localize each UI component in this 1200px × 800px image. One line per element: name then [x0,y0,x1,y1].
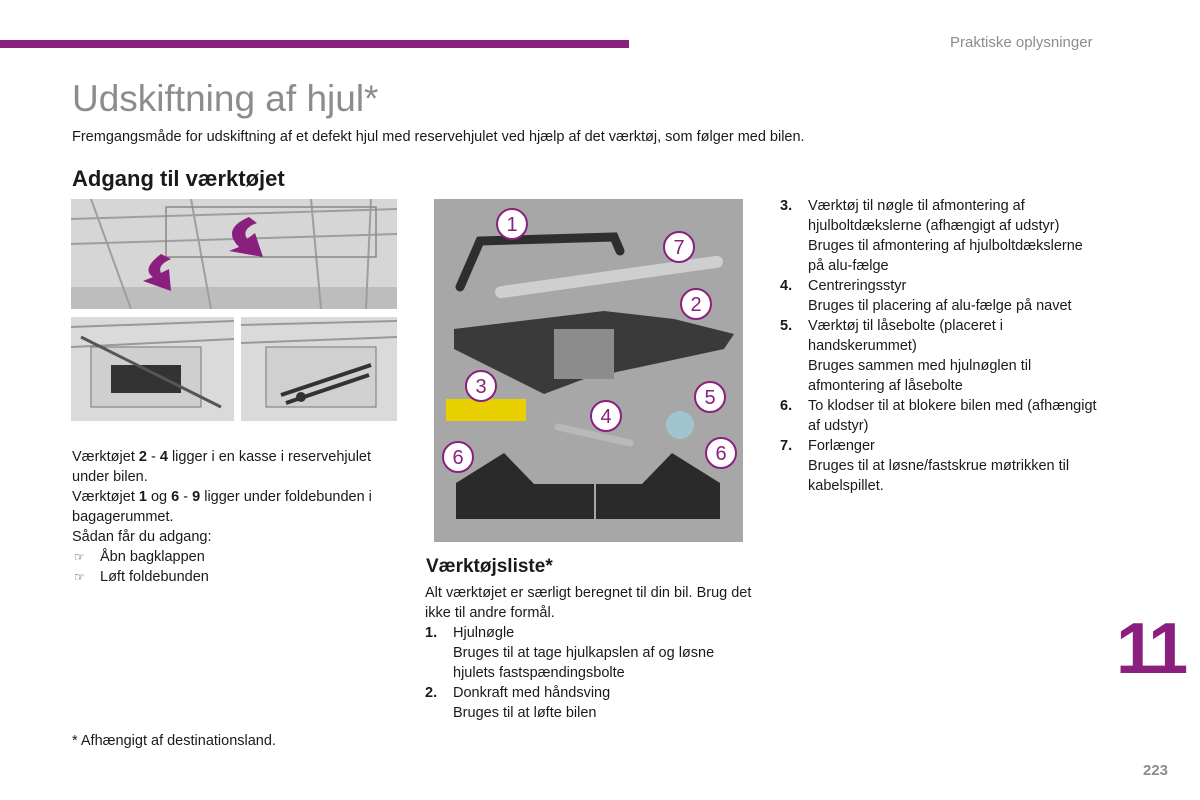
hand-pointer-icon: ☞ [74,550,85,564]
tool-item-6: 6.To klodser til at blokere bilen med (a… [780,398,1097,434]
page-title: Udskiftning af hjul* [72,78,379,119]
callout-6-right: 6 [715,443,726,465]
tool-item-5: 5.Værktøj til låsebolte (placeret i hand… [780,318,1032,394]
floor-right-illustration [241,317,397,421]
intro-text: Fremgangsmåde for udskiftning af et defe… [72,129,805,145]
bullet-item: ☞Åbn bagklappen [74,549,205,565]
access-text: Værktøjet 2 - 4 ligger i en kasse i rese… [72,447,402,587]
section-title: Adgang til værktøjet [72,166,285,191]
toolbox-list-part2: 3.Værktøj til nøgle til afmontering af h… [780,196,1100,496]
page-number: 223 [1143,762,1169,779]
callout-2: 2 [690,294,701,316]
floor-left-illustration [71,317,234,421]
footnote: * Afhængigt af destinationsland. [72,733,276,749]
callout-4: 4 [600,406,611,428]
callout-1: 1 [506,214,517,236]
callout-3: 3 [475,376,486,398]
header-accent-bar [0,40,629,48]
callout-6-left: 6 [452,447,463,469]
tools-photo: 1 7 2 3 5 4 6 6 [434,199,743,542]
toolbox-title: Værktøjsliste* [426,556,553,577]
chapter-number: 11 [1116,609,1188,689]
tool-item-3: 3.Værktøj til nøgle til afmontering af h… [780,198,1083,274]
access-line-2: Værktøjet 1 og 6 - 9 ligger under foldeb… [72,489,372,525]
callout-7: 7 [673,237,684,259]
toolbox-intro: Alt værktøjet er særligt beregnet til di… [425,585,752,621]
callout-badges: 1 7 2 3 5 4 6 6 [442,208,737,473]
section-header: Praktiske oplysninger [950,34,1093,51]
toolbox-list-part1: Alt værktøjet er særligt beregnet til di… [425,583,755,723]
bullet-item: ☞Løft foldebunden [74,569,209,585]
trunk-floor-illustration [71,199,397,309]
access-line-3: Sådan får du adgang: [72,529,212,545]
hand-pointer-icon: ☞ [74,570,85,584]
access-line-1: Værktøjet 2 - 4 ligger i en kasse i rese… [72,449,372,485]
callout-5: 5 [704,387,715,409]
